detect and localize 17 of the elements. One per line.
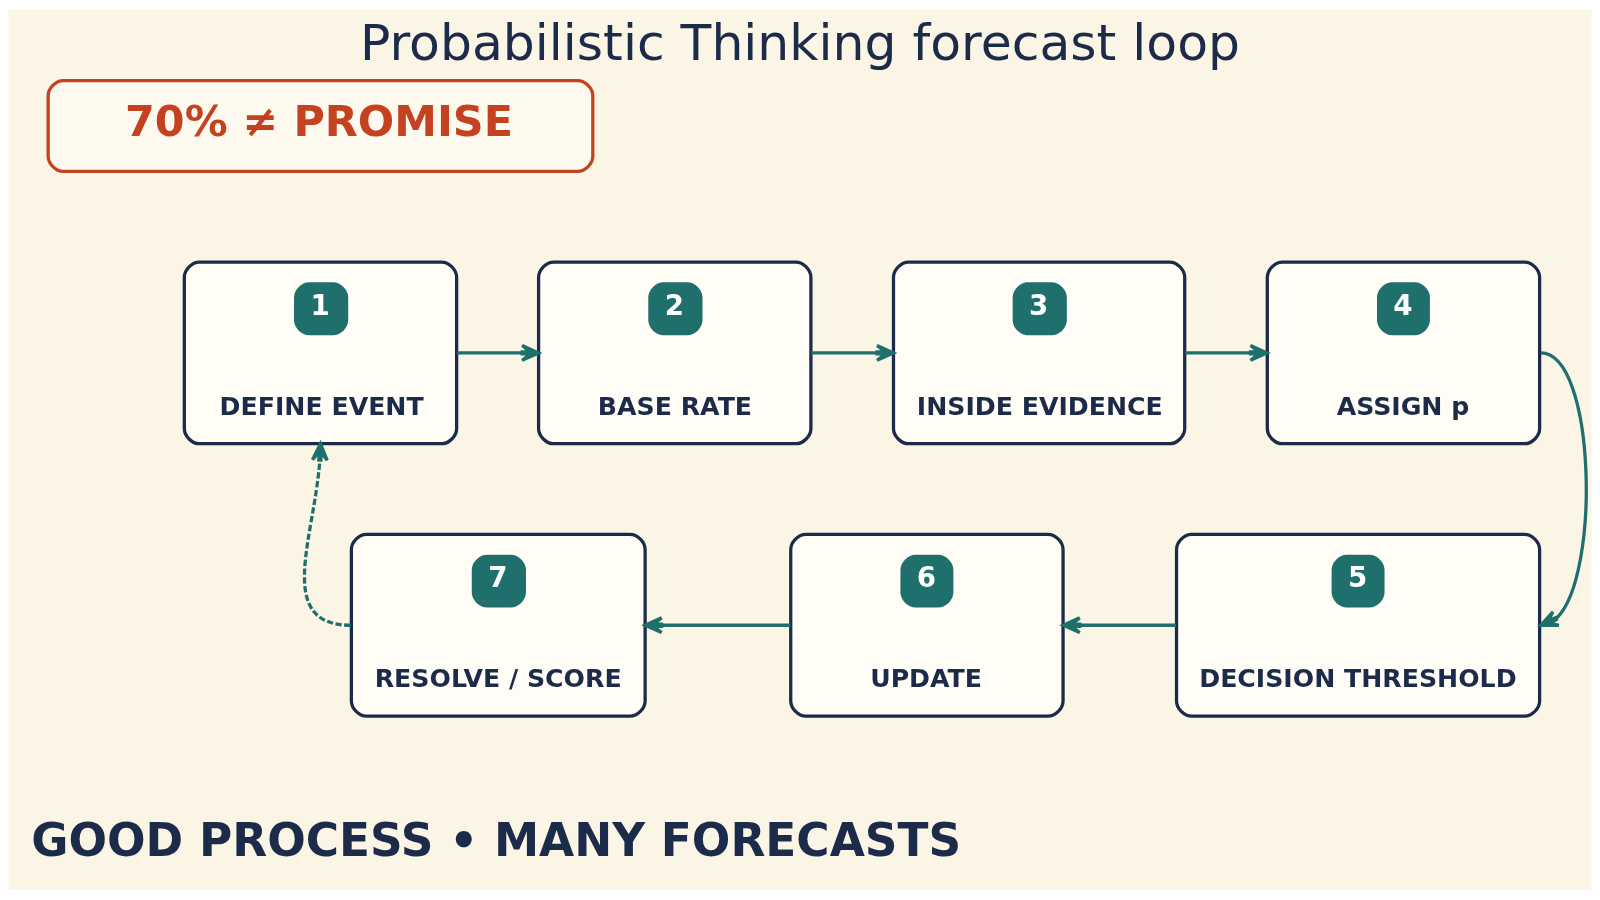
arrow [456, 343, 541, 362]
arrow [643, 616, 791, 635]
node-box: 70% ≠ PROMISE [46, 78, 595, 173]
arrow [302, 442, 351, 627]
node-box: 2 BASE RATE [536, 260, 813, 446]
caption: GOOD PROCESS • MANY FORECASTS [31, 813, 962, 867]
node-box: 6 UPDATE [789, 532, 1065, 718]
diagram-title: Probabilistic Thinking forecast loop [359, 13, 1241, 73]
arrow [811, 343, 896, 362]
node-box: 5 DECISION THRESHOLD [1174, 532, 1542, 718]
arrow [1185, 343, 1269, 362]
node-box: 4 ASSIGN p [1265, 260, 1542, 446]
node-box: 3 INSIDE EVIDENCE [891, 260, 1187, 446]
node-box: 1 DEFINE EVENT [182, 260, 459, 446]
node-box: 7 RESOLVE / SCORE [349, 532, 647, 718]
arrow [1061, 616, 1177, 635]
arrow [1539, 351, 1588, 628]
